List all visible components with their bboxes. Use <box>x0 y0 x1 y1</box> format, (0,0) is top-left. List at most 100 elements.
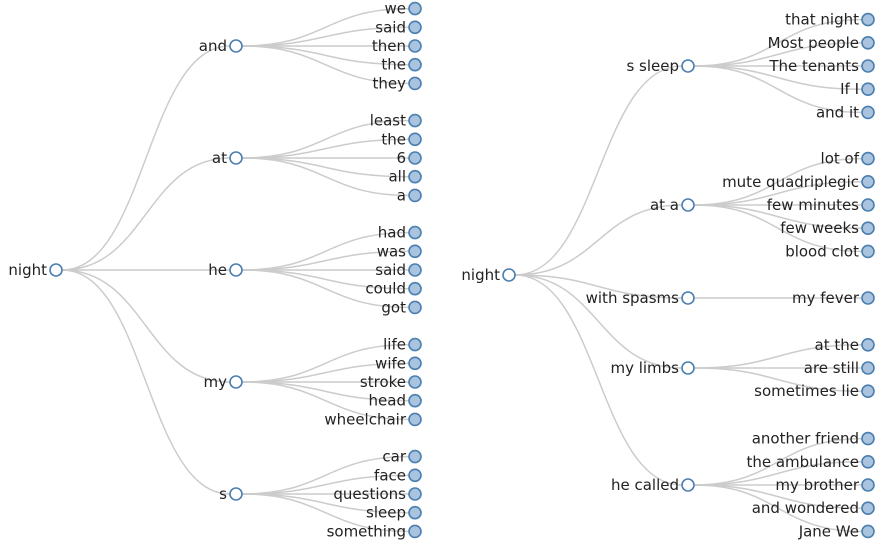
leaf-node-circle[interactable] <box>861 35 875 50</box>
leaf-node-circle[interactable] <box>408 39 422 53</box>
leaf-node-circle[interactable] <box>861 431 875 446</box>
leaf-node-circle[interactable] <box>861 478 875 492</box>
branch-node-circle[interactable] <box>229 375 243 389</box>
leaf-node-circle[interactable] <box>861 198 875 212</box>
branch-node-circle[interactable] <box>681 291 695 305</box>
leaf-node-something[interactable]: something <box>327 522 422 540</box>
leaf-node-circle[interactable] <box>408 375 422 389</box>
leaf-node-most-people[interactable]: Most people <box>768 34 875 52</box>
leaf-node-another-friend[interactable]: another friend <box>752 430 875 448</box>
leaf-node-circle[interactable] <box>861 291 875 305</box>
branch-node-with-spasms[interactable]: with spasms <box>586 289 695 307</box>
leaf-node-circle[interactable] <box>408 356 422 371</box>
leaf-node-circle[interactable] <box>408 393 422 408</box>
branch-node-circle[interactable] <box>229 39 243 53</box>
leaf-node-circle[interactable] <box>861 82 875 96</box>
leaf-node-circle[interactable] <box>861 221 875 235</box>
root-node[interactable]: night <box>461 266 516 284</box>
root-node-circle[interactable] <box>502 268 516 282</box>
leaf-node-circle[interactable] <box>408 151 422 165</box>
leaf-node-they[interactable]: they <box>373 74 422 92</box>
leaf-node-then[interactable]: then <box>372 37 422 55</box>
leaf-node-circle[interactable] <box>408 113 422 128</box>
leaf-node-circle[interactable] <box>408 300 422 315</box>
leaf-node-circle[interactable] <box>408 244 422 259</box>
branch-node-circle[interactable] <box>681 361 695 375</box>
leaf-node-all[interactable]: all <box>388 168 422 186</box>
branch-node-circle[interactable] <box>681 59 695 73</box>
leaf-node-face[interactable]: face <box>374 466 422 484</box>
leaf-node-lot-of[interactable]: lot of <box>821 150 875 168</box>
leaf-node-questions[interactable]: questions <box>333 485 422 503</box>
leaf-node-circle[interactable] <box>861 524 875 539</box>
branch-node-s-sleep[interactable]: s sleep <box>626 57 695 75</box>
leaf-node-circle[interactable] <box>408 1 422 16</box>
leaf-node-circle[interactable] <box>861 244 875 259</box>
leaf-node-least[interactable]: least <box>370 112 422 130</box>
branch-node-at-a[interactable]: at a <box>650 196 695 214</box>
leaf-node-circle[interactable] <box>408 487 422 501</box>
leaf-node-we[interactable]: we <box>385 0 422 18</box>
leaf-node-circle[interactable] <box>408 412 422 427</box>
leaf-node-circle[interactable] <box>861 105 875 120</box>
branch-node-circle[interactable] <box>681 478 695 492</box>
branch-node-he[interactable]: he <box>208 261 243 279</box>
branch-node-circle[interactable] <box>229 487 243 501</box>
branch-node-my-limbs[interactable]: my limbs <box>610 359 695 377</box>
leaf-node-are-still[interactable]: are still <box>804 359 875 377</box>
leaf-node-circle[interactable] <box>408 263 422 277</box>
leaf-node-circle[interactable] <box>861 337 875 352</box>
leaf-node-circle[interactable] <box>408 188 422 203</box>
leaf-node-the-tenants[interactable]: The tenants <box>768 57 875 75</box>
leaf-node-circle[interactable] <box>408 20 422 35</box>
leaf-node-circle[interactable] <box>861 361 875 375</box>
leaf-node-circle[interactable] <box>408 468 422 483</box>
leaf-node-circle[interactable] <box>861 501 875 516</box>
leaf-node-few-minutes[interactable]: few minutes <box>767 196 875 214</box>
branch-node-my[interactable]: my <box>204 373 243 391</box>
leaf-node-circle[interactable] <box>408 76 422 91</box>
leaf-node-circle[interactable] <box>861 12 875 27</box>
branch-node-at[interactable]: at <box>212 149 243 167</box>
leaf-node-car[interactable]: car <box>382 448 422 466</box>
branch-node-he-called[interactable]: he called <box>611 476 695 494</box>
leaf-node-sometimes-lie[interactable]: sometimes lie <box>754 382 875 400</box>
leaf-node-circle[interactable] <box>408 449 422 464</box>
leaf-node-sleep[interactable]: sleep <box>366 504 422 522</box>
leaf-node-and-it[interactable]: and it <box>816 103 875 121</box>
leaf-node-if-i[interactable]: If I <box>840 80 875 98</box>
branch-node-circle[interactable] <box>229 151 243 165</box>
leaf-node-life[interactable]: life <box>383 336 422 354</box>
leaf-node-and-wondered[interactable]: and wondered <box>752 499 875 517</box>
leaf-node-circle[interactable] <box>408 505 422 520</box>
leaf-node-circle[interactable] <box>408 225 422 240</box>
leaf-node-wife[interactable]: wife <box>375 354 422 372</box>
leaf-node-circle[interactable] <box>861 384 875 399</box>
leaf-node-wheelchair[interactable]: wheelchair <box>324 410 422 428</box>
leaf-node-my-brother[interactable]: my brother <box>775 476 875 494</box>
leaf-node-circle[interactable] <box>408 337 422 352</box>
leaf-node-circle[interactable] <box>408 57 422 72</box>
leaf-node-circle[interactable] <box>861 454 875 469</box>
leaf-node-my-fever[interactable]: my fever <box>792 289 875 307</box>
leaf-node-circle[interactable] <box>408 281 422 296</box>
branch-node-circle[interactable] <box>681 198 695 212</box>
root-node[interactable]: night <box>8 261 63 279</box>
leaf-node-blood-clot[interactable]: blood clot <box>785 242 875 260</box>
leaf-node-said[interactable]: said <box>375 261 422 279</box>
leaf-node-circle[interactable] <box>861 175 875 189</box>
leaf-node-was[interactable]: was <box>377 242 422 260</box>
leaf-node-that-night[interactable]: that night <box>785 11 875 29</box>
root-node-circle[interactable] <box>49 263 63 277</box>
leaf-node-the[interactable]: the <box>381 130 422 148</box>
leaf-node-6[interactable]: 6 <box>396 149 422 167</box>
leaf-node-circle[interactable] <box>408 169 422 184</box>
leaf-node-the-ambulance[interactable]: the ambulance <box>746 453 875 471</box>
leaf-node-had[interactable]: had <box>378 224 422 242</box>
leaf-node-jane-we[interactable]: Jane We <box>798 522 875 540</box>
branch-node-s[interactable]: s <box>219 485 243 503</box>
leaf-node-head[interactable]: head <box>369 392 422 410</box>
leaf-node-could[interactable]: could <box>365 280 422 298</box>
leaf-node-mute-quadriplegic[interactable]: mute quadriplegic <box>722 173 875 191</box>
leaf-node-circle[interactable] <box>408 524 422 539</box>
